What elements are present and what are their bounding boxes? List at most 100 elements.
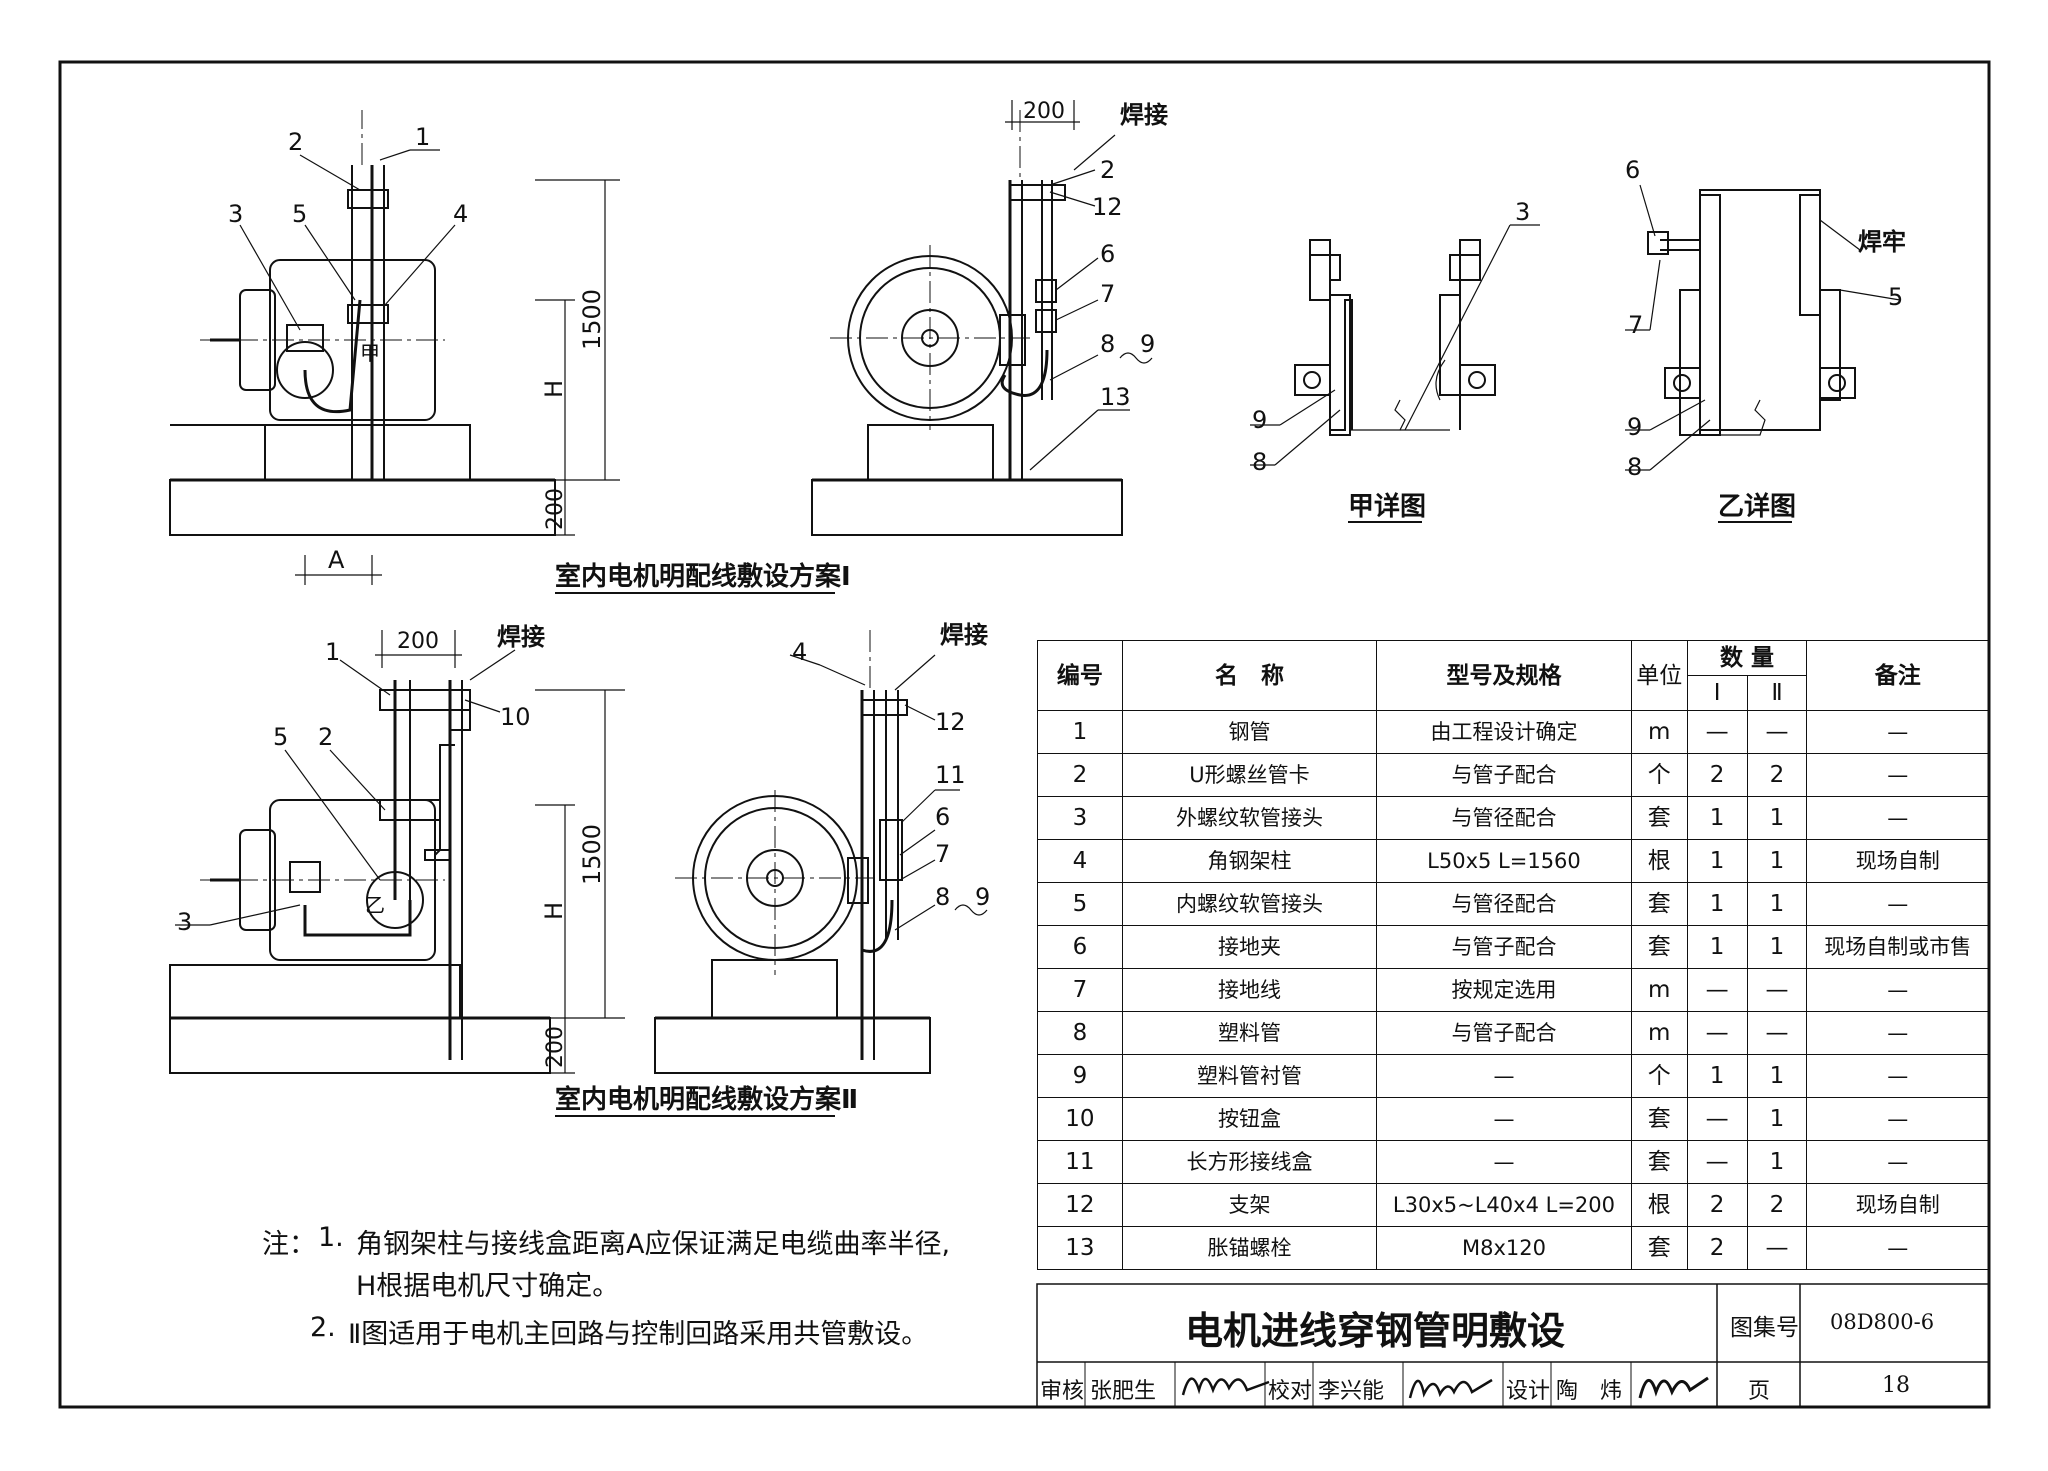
table-cell-q2: — bbox=[1746, 1011, 1808, 1055]
table-cell-no: 4 bbox=[1037, 839, 1123, 883]
page-number: 18 bbox=[1882, 1373, 1910, 1398]
header-spec: 型号及规格 bbox=[1376, 640, 1632, 711]
reviewer-signature bbox=[1181, 1377, 1270, 1396]
detail-a bbox=[1294, 239, 1496, 436]
header-qty: 数 量 bbox=[1686, 640, 1808, 676]
table-cell-unit: 个 bbox=[1630, 1054, 1688, 1098]
scheme2-side-callouts: 200 焊接 1 10 2 5 3 1500 H 200 bbox=[175, 623, 625, 1074]
svg-text:8: 8 bbox=[1627, 453, 1642, 481]
junction-box bbox=[879, 819, 903, 881]
review-label: 审核 bbox=[1040, 1379, 1085, 1404]
table-cell-q2: 2 bbox=[1746, 753, 1808, 797]
note-1-line1: 角钢架柱与接线盒距离A应保证满足电缆曲率半径, bbox=[356, 1229, 951, 1260]
table-cell-remark: — bbox=[1806, 1140, 1989, 1184]
table-cell-q2: 1 bbox=[1746, 796, 1808, 840]
svg-text:1: 1 bbox=[325, 638, 340, 666]
svg-text:4: 4 bbox=[792, 638, 807, 666]
scheme1-caption: 室内电机明配线敷设方案Ⅰ bbox=[555, 561, 851, 592]
svg-text:焊接: 焊接 bbox=[497, 623, 545, 651]
scheme2-caption: 室内电机明配线敷设方案Ⅱ bbox=[555, 1084, 858, 1115]
table-cell-spec: 由工程设计确定 bbox=[1376, 710, 1632, 754]
svg-text:5: 5 bbox=[292, 200, 307, 228]
svg-text:13: 13 bbox=[1100, 383, 1131, 411]
svg-text:8: 8 bbox=[1100, 330, 1115, 358]
table-cell-unit: 套 bbox=[1630, 1226, 1688, 1270]
table-cell-name: U形螺丝管卡 bbox=[1121, 753, 1378, 797]
table-cell-unit: 个 bbox=[1630, 753, 1688, 797]
detail-b-callouts: 6 7 焊牢 5 9 8 乙详图 bbox=[1625, 156, 1906, 523]
table-cell-spec: — bbox=[1376, 1054, 1632, 1098]
scheme2-front-callouts: 4 焊接 12 11 6 7 8 9 bbox=[789, 621, 990, 931]
table-cell-q2: 1 bbox=[1746, 925, 1808, 969]
motor-base bbox=[264, 424, 471, 481]
header-num: 编号 bbox=[1037, 640, 1123, 711]
svg-text:甲详图: 甲详图 bbox=[1348, 491, 1426, 522]
designer-signature bbox=[1638, 1376, 1709, 1399]
scheme2-front-view bbox=[654, 630, 931, 1074]
check-label: 校对 bbox=[1268, 1379, 1313, 1404]
table-cell-q1: 1 bbox=[1686, 796, 1748, 840]
table-cell-no: 12 bbox=[1037, 1183, 1123, 1227]
note-1-line2: H根据电机尺寸确定。 bbox=[356, 1271, 620, 1302]
svg-text:9: 9 bbox=[1140, 330, 1155, 358]
table-cell-name: 长方形接线盒 bbox=[1121, 1140, 1378, 1184]
table-cell-no: 11 bbox=[1037, 1140, 1123, 1184]
svg-text:7: 7 bbox=[935, 840, 950, 868]
scheme2-side-view: 乙 bbox=[169, 680, 551, 1074]
table-cell-spec: — bbox=[1376, 1097, 1632, 1141]
svg-text:H: H bbox=[540, 380, 568, 398]
table-cell-spec: 按规定选用 bbox=[1376, 968, 1632, 1012]
svg-text:A: A bbox=[328, 546, 345, 574]
svg-text:9: 9 bbox=[1252, 406, 1267, 434]
page-label: 页 bbox=[1748, 1379, 1771, 1404]
table-cell-q2: 2 bbox=[1746, 1183, 1808, 1227]
svg-text:3: 3 bbox=[228, 200, 243, 228]
svg-text:1: 1 bbox=[415, 123, 430, 151]
svg-text:12: 12 bbox=[935, 708, 966, 736]
svg-text:2: 2 bbox=[1100, 156, 1115, 184]
note-2-line1: Ⅱ图适用于电机主回路与控制回路采用共管敷设。 bbox=[348, 1319, 929, 1350]
table-cell-unit: 根 bbox=[1630, 839, 1688, 883]
table-cell-q1: — bbox=[1686, 968, 1748, 1012]
table-cell-q1: 2 bbox=[1686, 1226, 1748, 1270]
table-cell-q2: — bbox=[1746, 1226, 1808, 1270]
svg-text:1500: 1500 bbox=[578, 824, 606, 885]
svg-text:乙详图: 乙详图 bbox=[1718, 491, 1796, 522]
design-label: 设计 bbox=[1506, 1379, 1551, 1404]
table-cell-remark: 现场自制 bbox=[1806, 839, 1989, 883]
table-cell-name: 胀锚螺栓 bbox=[1121, 1226, 1378, 1270]
table-cell-q1: 1 bbox=[1686, 839, 1748, 883]
notes-prefix: 注： bbox=[262, 1229, 316, 1260]
svg-text:6: 6 bbox=[935, 803, 950, 831]
atlas-number: 08D800-6 bbox=[1830, 1310, 1935, 1334]
table-cell-unit: 套 bbox=[1630, 882, 1688, 926]
table-cell-remark: — bbox=[1806, 1097, 1989, 1141]
table-cell-spec: 与管子配合 bbox=[1376, 925, 1632, 969]
svg-text:12: 12 bbox=[1092, 193, 1123, 221]
table-cell-unit: m bbox=[1630, 710, 1688, 754]
table-cell-no: 8 bbox=[1037, 1011, 1123, 1055]
detail-a-callouts: 3 9 8 甲详图 bbox=[1250, 198, 1540, 523]
svg-text:2: 2 bbox=[288, 128, 303, 156]
table-cell-name: 外螺纹软管接头 bbox=[1121, 796, 1378, 840]
header-qty-2: Ⅱ bbox=[1746, 675, 1808, 711]
table-cell-q1: 1 bbox=[1686, 1054, 1748, 1098]
scheme1-side-callouts: 1 2 3 5 4 1500 H 200 A bbox=[228, 123, 620, 585]
svg-text:8: 8 bbox=[1252, 448, 1267, 476]
header-unit: 单位 bbox=[1630, 640, 1688, 711]
table-cell-q1: 2 bbox=[1686, 753, 1748, 797]
table-cell-remark: — bbox=[1806, 968, 1989, 1012]
designer-name: 陶 炜 bbox=[1556, 1379, 1623, 1404]
svg-text:2: 2 bbox=[318, 723, 333, 751]
reviewer-name: 张肥生 bbox=[1090, 1379, 1157, 1404]
